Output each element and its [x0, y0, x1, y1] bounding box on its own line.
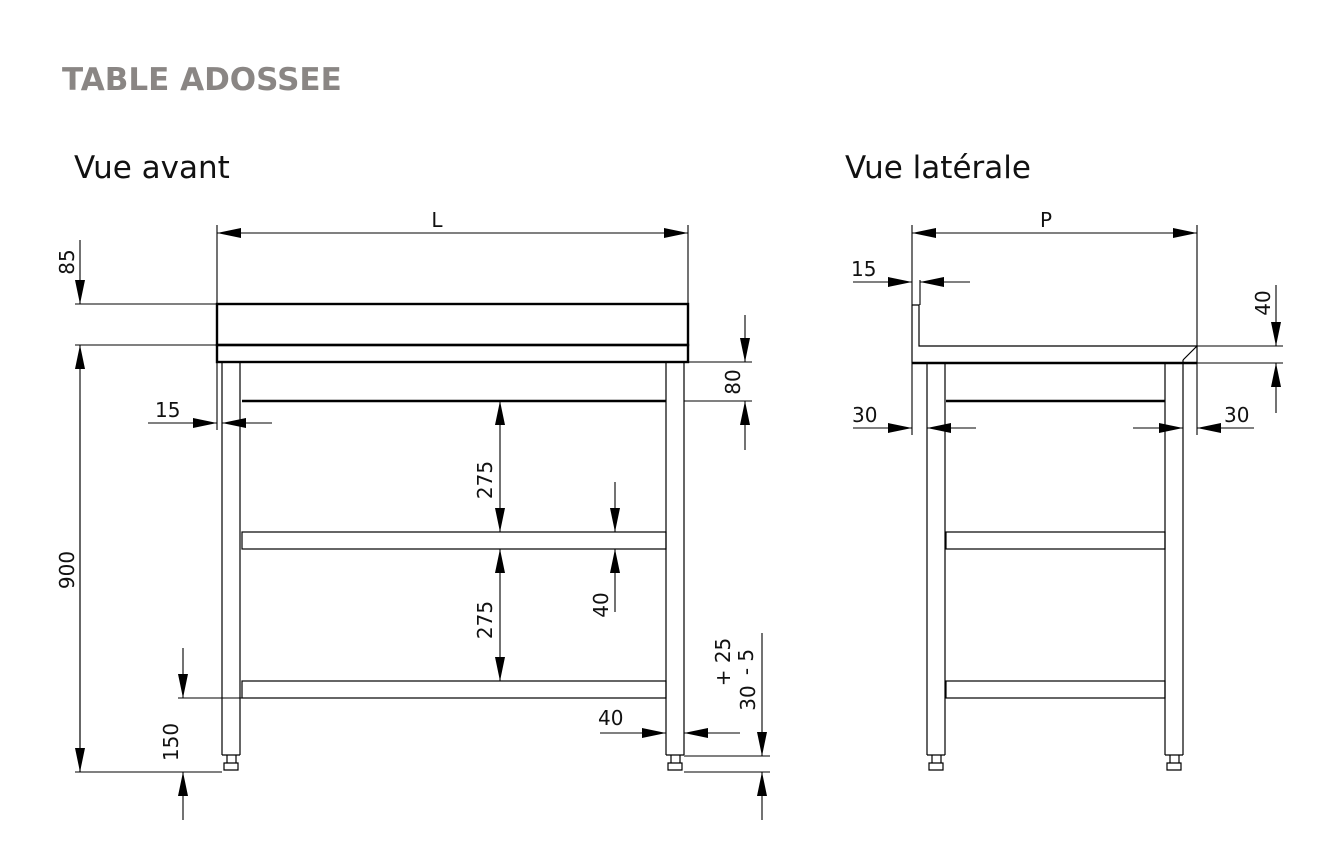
- side-view-drawing: [911, 304, 1198, 771]
- front-view-drawing: [215, 302, 690, 771]
- side-middle-shelf: [945, 531, 1166, 550]
- side-bottom-shelf: [945, 680, 1166, 699]
- dim-front-leg-offset-label: 30: [1224, 403, 1249, 427]
- dim-top-thickness-label: 40: [1251, 290, 1275, 315]
- dim-foot-tol-plus-label: + 25: [711, 638, 735, 687]
- dim-leg-width-label: 40: [598, 706, 623, 730]
- side-view-dimensions: P 15 40 30 30: [851, 208, 1283, 435]
- dim-depth-label: P: [1040, 208, 1052, 232]
- dim-total-height-label: 900: [55, 551, 79, 589]
- page-title: TABLE ADOSSEE: [62, 62, 342, 98]
- dim-bottom-shelf-label: 150: [159, 723, 183, 761]
- worktop: [215, 343, 690, 364]
- dim-backsplash-thickness-label: 15: [851, 257, 876, 281]
- dim-foot-height-label: 30: [736, 685, 760, 710]
- backsplash: [215, 302, 690, 347]
- right-leg: [665, 362, 685, 756]
- bottom-shelf: [241, 680, 667, 699]
- side-view-title: Vue latérale: [845, 150, 1031, 186]
- side-front-foot: [1166, 755, 1182, 771]
- dim-upper-spacing-label: 275: [473, 461, 497, 499]
- right-foot: [667, 755, 683, 771]
- side-backsplash-top: [911, 304, 1198, 363]
- side-front-leg: [1164, 360, 1184, 756]
- dim-lower-spacing-label: 275: [473, 601, 497, 639]
- dim-shelf-thickness-label: 40: [589, 592, 613, 617]
- front-view-dimensions: L 85 900 15 80 275 40 275 40: [55, 208, 770, 820]
- dim-length-label: L: [431, 208, 443, 232]
- side-rear-leg: [926, 363, 946, 756]
- left-foot: [223, 755, 239, 771]
- dim-rear-leg-offset-label: 30: [852, 403, 877, 427]
- front-view-title: Vue avant: [74, 150, 230, 186]
- dim-apron-label: 80: [721, 369, 745, 394]
- left-leg: [221, 362, 241, 756]
- dim-leg-offset-label: 15: [155, 398, 180, 422]
- side-rear-foot: [928, 755, 944, 771]
- middle-shelf: [241, 531, 667, 550]
- side-chamfer: [1182, 345, 1198, 361]
- dim-foot-tol-minus-label: - 5: [734, 649, 758, 675]
- dim-backsplash-label: 85: [55, 249, 79, 274]
